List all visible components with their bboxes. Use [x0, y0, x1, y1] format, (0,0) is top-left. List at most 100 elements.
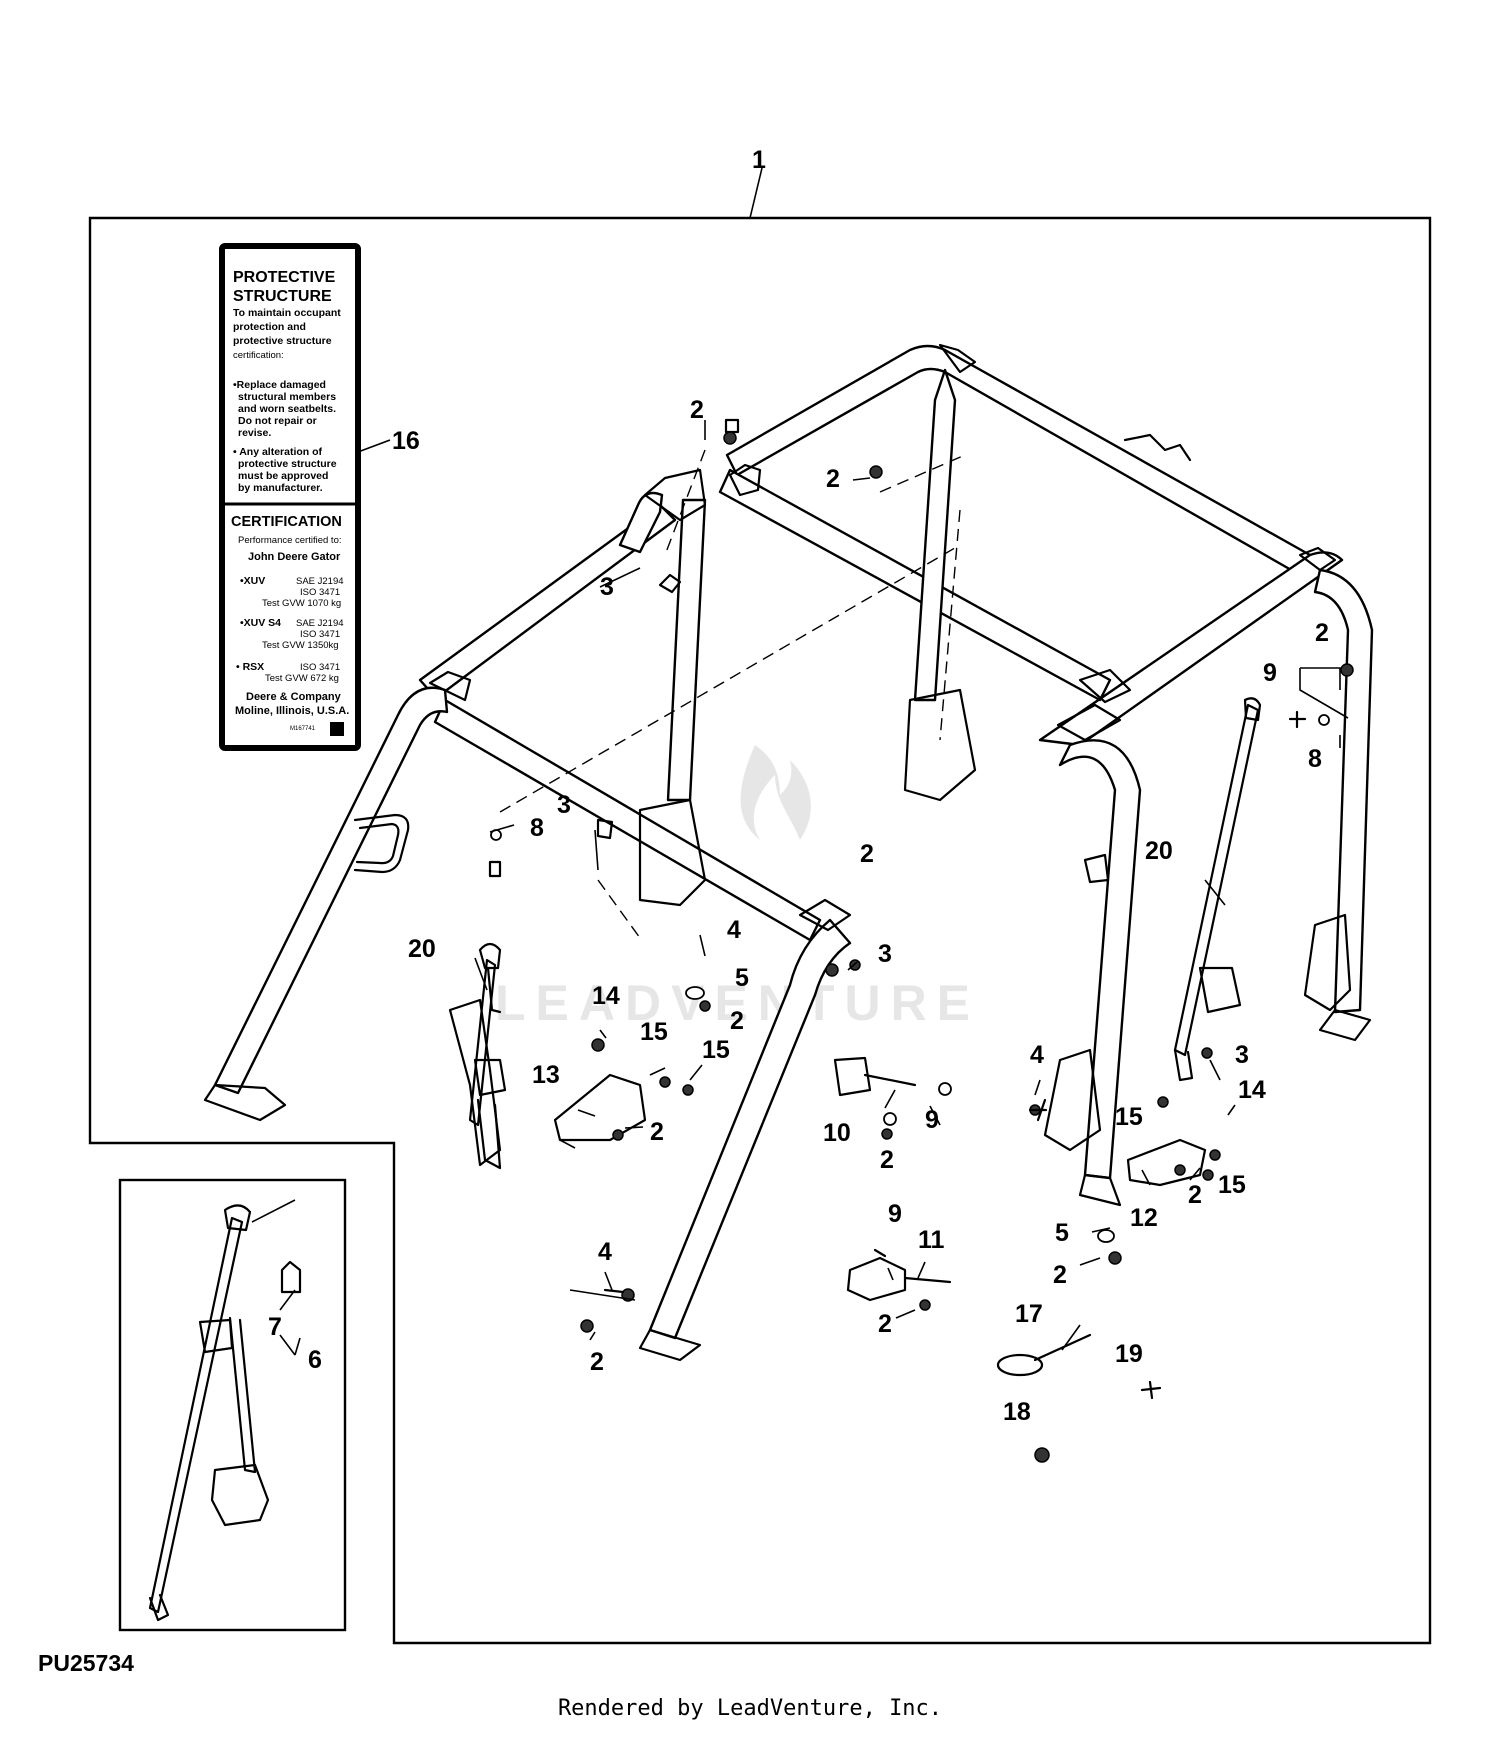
svg-text:Test GVW 1350kg: Test GVW 1350kg: [262, 640, 339, 651]
svg-text:Test GVW 1070 kg: Test GVW 1070 kg: [262, 598, 341, 609]
svg-text:•XUV S4: •XUV S4: [240, 617, 281, 629]
svg-text:Do not repair or: Do not repair or: [238, 415, 317, 427]
svg-text:revise.: revise.: [238, 427, 271, 439]
brackets-hardware: [488, 418, 1354, 1463]
callout-leaders: [474, 420, 1349, 1351]
callout-19: 19: [1115, 1340, 1143, 1368]
callout-2: 2: [1053, 1261, 1067, 1289]
washer-18: [1034, 1447, 1050, 1463]
callout-3: 3: [878, 940, 892, 968]
diagram-id: PU25734: [38, 1650, 134, 1676]
callout-2: 2: [860, 840, 874, 868]
seat-belt-right: [1173, 697, 1262, 1082]
callout-2: 2: [1188, 1181, 1202, 1209]
callout-1-leader: [749, 167, 763, 219]
callout-6: 6: [308, 1346, 322, 1374]
svg-text:ISO 3471: ISO 3471: [300, 629, 340, 640]
callout-9: 9: [1263, 659, 1277, 687]
svg-text:•Replace damaged: •Replace damaged: [233, 379, 326, 391]
callout-16-leader: [357, 439, 391, 453]
svg-text:To maintain occupant: To maintain occupant: [233, 307, 341, 319]
callout-8: 8: [530, 814, 544, 842]
svg-text:protective structure: protective structure: [238, 458, 337, 470]
callout-2: 2: [880, 1146, 894, 1174]
svg-text:ISO 3471: ISO 3471: [300, 587, 340, 598]
watermark-text: LEADVENTURE: [495, 975, 980, 1031]
decal-title-line1: PROTECTIVE: [233, 269, 336, 286]
svg-text:John Deere Gator: John Deere Gator: [248, 551, 341, 563]
svg-text:protection and: protection and: [233, 321, 306, 333]
inset-frame: [118, 1178, 347, 1632]
callout-2: 2: [878, 1310, 892, 1338]
seat-belt-left: [468, 942, 507, 1170]
callout-20: 20: [1145, 837, 1173, 865]
cable-tie-17: [996, 1353, 1044, 1377]
decal-cert-title: CERTIFICATION: [231, 514, 342, 530]
watermark: LEADVENTURE: [495, 745, 980, 1031]
callout-2: 2: [590, 1348, 604, 1376]
kit-frame: [88, 216, 1432, 1645]
buckle-10: [833, 1056, 872, 1097]
seat-belt-assembly-inset: [148, 1199, 302, 1622]
svg-text:by manufacturer.: by manufacturer.: [238, 482, 323, 494]
svg-text:•XUV: •XUV: [240, 575, 265, 587]
callout-7: 7: [268, 1313, 282, 1341]
svg-text:SAE J2194: SAE J2194: [296, 576, 344, 587]
svg-text:ISO 3471: ISO 3471: [300, 662, 340, 673]
svg-text:and worn seatbelts.: and worn seatbelts.: [238, 403, 336, 415]
callout-10: 10: [823, 1119, 851, 1147]
callout-2: 2: [690, 396, 704, 424]
svg-text:• RSX: • RSX: [236, 661, 264, 673]
callout-1: 1: [752, 146, 766, 174]
svg-text:Moline, Illinois, U.S.A.: Moline, Illinois, U.S.A.: [235, 705, 349, 717]
callout-15: 15: [1218, 1171, 1246, 1199]
callout-15: 15: [640, 1018, 668, 1046]
svg-text:M167741: M167741: [290, 726, 316, 732]
bracket-13: [553, 1073, 647, 1142]
callout-14: 14: [1238, 1076, 1266, 1104]
callout-3: 3: [600, 573, 614, 601]
callout-4: 4: [1030, 1041, 1044, 1069]
callout-2: 2: [650, 1118, 664, 1146]
svg-text:SAE J2194: SAE J2194: [296, 618, 344, 629]
bracket-12: [1126, 1138, 1207, 1187]
svg-text:Deere & Company: Deere & Company: [246, 691, 342, 703]
svg-text:Performance certified to:: Performance certified to:: [238, 535, 342, 546]
svg-text:protective structure: protective structure: [233, 335, 332, 347]
svg-text:Test GVW 672 kg: Test GVW 672 kg: [265, 673, 339, 684]
svg-text:structural members: structural members: [238, 391, 336, 403]
screw-19: [1140, 1380, 1162, 1400]
decal-title-line2: STRUCTURE: [233, 288, 332, 305]
svg-text:must be approved: must be approved: [238, 470, 328, 482]
credit-line: Rendered by LeadVenture, Inc.: [557, 1696, 943, 1721]
callout-4: 4: [598, 1238, 612, 1266]
callout-18: 18: [1003, 1398, 1031, 1426]
callout-15: 15: [702, 1036, 730, 1064]
callout-15: 15: [1115, 1103, 1143, 1131]
callout-2: 2: [1315, 619, 1329, 647]
callout-14: 14: [592, 982, 620, 1010]
callout-17: 17: [1015, 1300, 1043, 1328]
callout-13: 13: [532, 1061, 560, 1089]
callout-12: 12: [1130, 1204, 1158, 1232]
callout-20: 20: [408, 935, 436, 963]
callout-5: 5: [1055, 1219, 1069, 1247]
callout-16: 16: [392, 427, 420, 455]
dashed-leaders: [499, 449, 966, 939]
callout-9: 9: [888, 1200, 902, 1228]
watermark-flame-icon: [740, 745, 811, 840]
callout-4: 4: [727, 916, 741, 944]
svg-text:• Any alteration of: • Any alteration of: [233, 446, 323, 458]
callout-11: 11: [918, 1226, 945, 1254]
callout-2: 2: [730, 1007, 744, 1035]
callouts: 1 16 2 2 3 2 9 8 3 8 2 20 20 4 3 5 2 14 …: [268, 146, 1329, 1426]
callout-9: 9: [925, 1106, 939, 1134]
callout-2: 2: [826, 465, 840, 493]
callout-3: 3: [557, 791, 571, 819]
buckle-11: [846, 1256, 907, 1302]
callout-3: 3: [1235, 1041, 1249, 1069]
callout-8: 8: [1308, 745, 1322, 773]
protective-structure-decal: PROTECTIVE STRUCTURE To maintain occupan…: [219, 243, 361, 751]
roll-cage: [203, 343, 1374, 1362]
